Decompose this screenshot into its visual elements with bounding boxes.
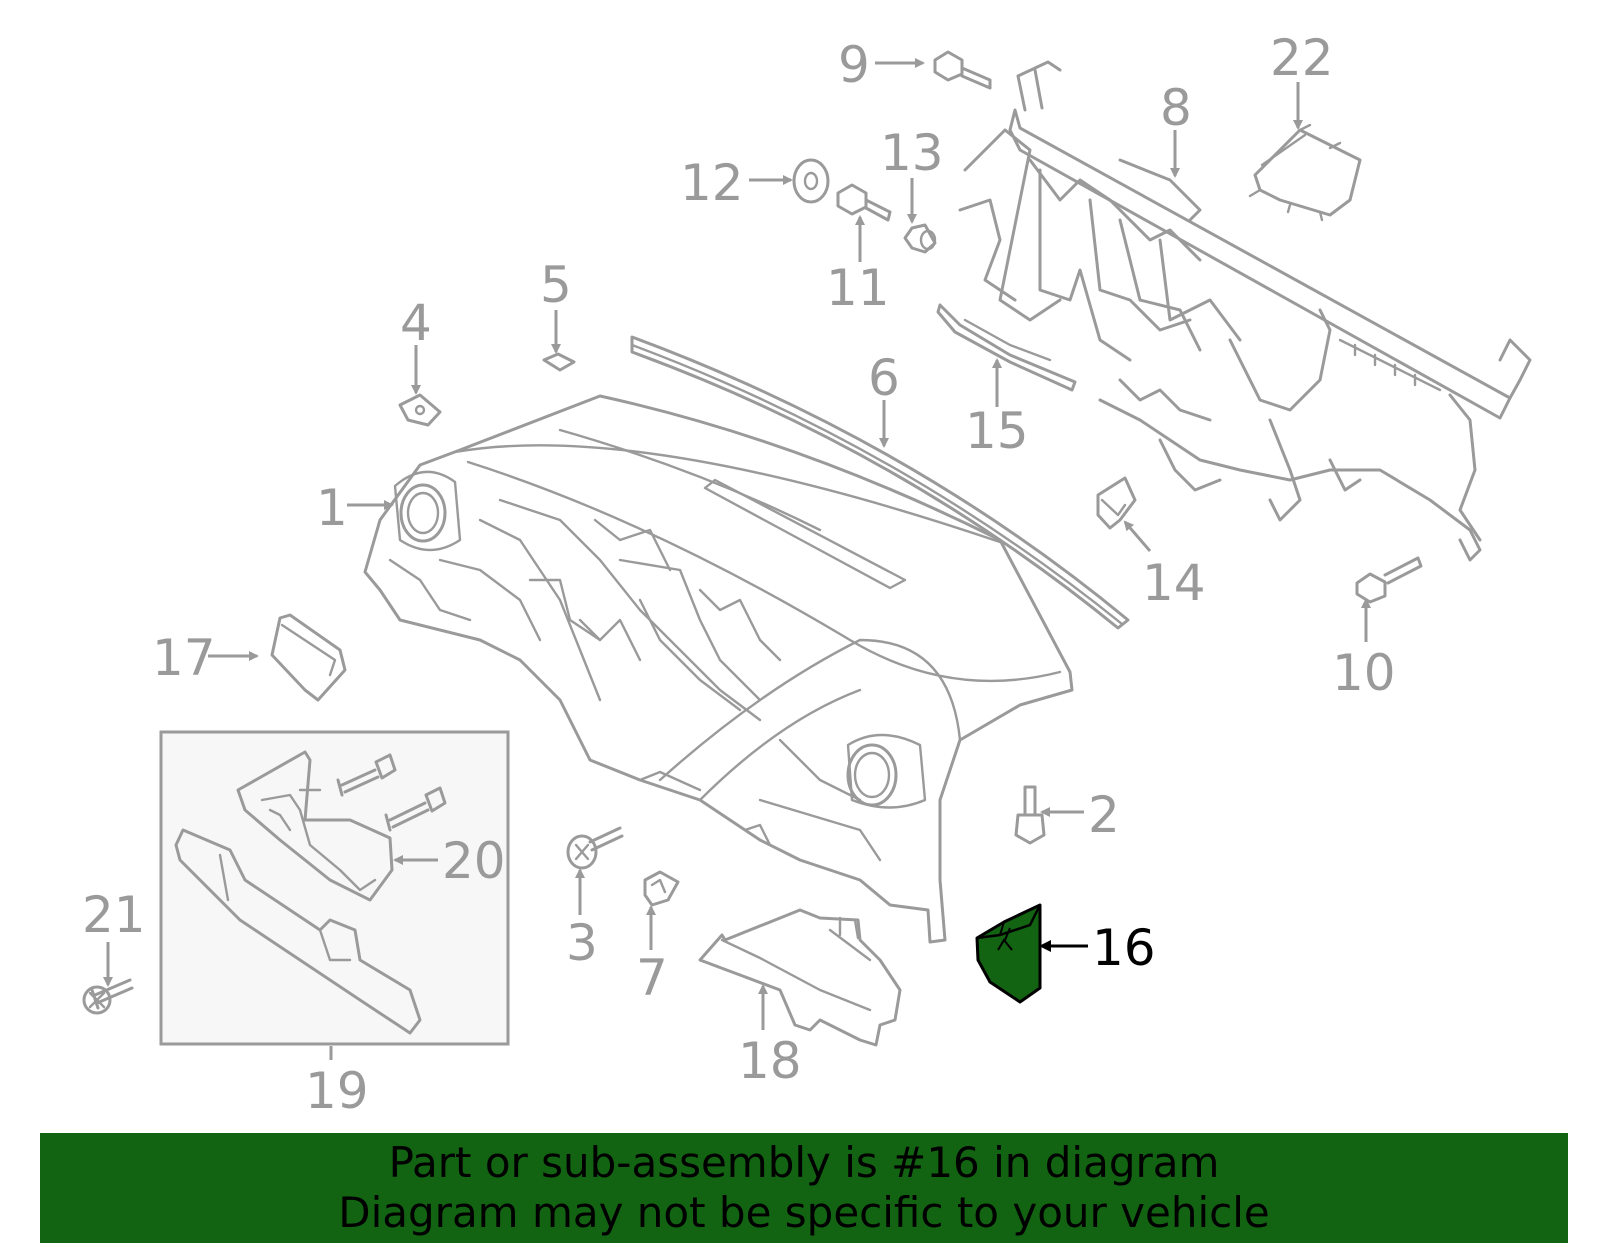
callout-17: 17 (152, 629, 216, 687)
part-14-bracket[interactable] (1096, 476, 1137, 530)
part-22-control-module[interactable] (1248, 123, 1362, 222)
callout-8: 8 (1160, 79, 1192, 137)
part-8-cross-car-beam[interactable] (958, 60, 1532, 562)
part-18-knee-bolster[interactable] (698, 908, 902, 1047)
leader-arrows (103, 58, 1371, 1030)
part-3-screw[interactable] (566, 826, 624, 870)
part-13-spacer[interactable] (903, 223, 937, 254)
part-2-bolt[interactable] (1014, 785, 1046, 845)
callout-20: 20 (442, 832, 506, 890)
callout-labels: 1 2 3 4 5 6 7 8 9 10 11 12 13 14 15 16 1… (82, 29, 1396, 1120)
part-21-trim-strip[interactable] (82, 828, 422, 1035)
callout-13: 13 (880, 124, 944, 182)
part-7-clip[interactable] (643, 870, 680, 907)
callout-19: 19 (305, 1062, 369, 1120)
banner-line-2: Diagram may not be specific to your vehi… (338, 1188, 1270, 1237)
callout-11: 11 (826, 259, 890, 317)
part-19-assembly-box[interactable] (159, 730, 510, 1060)
part-6-defroster-trim[interactable] (630, 335, 1130, 630)
callout-5: 5 (540, 256, 572, 314)
callout-21: 21 (82, 886, 146, 944)
callout-6: 6 (868, 349, 900, 407)
part-4-clip[interactable] (398, 393, 442, 427)
callout-16: 16 (1092, 919, 1156, 977)
part-15-bracket[interactable] (936, 303, 1077, 392)
callout-14: 14 (1142, 554, 1206, 612)
part-11-bolt[interactable] (836, 183, 892, 222)
callout-10: 10 (1332, 644, 1396, 702)
part-5-clip[interactable] (542, 352, 576, 372)
callout-4: 4 (400, 294, 432, 352)
callout-3: 3 (566, 914, 598, 972)
callout-22: 22 (1270, 29, 1334, 87)
part-16-highlighted[interactable] (975, 903, 1042, 1004)
info-banner: Part or sub-assembly is #16 in diagram D… (40, 1133, 1568, 1243)
part-12-washer[interactable] (792, 158, 830, 204)
callout-12: 12 (680, 154, 744, 212)
part-17-vent-duct[interactable] (270, 613, 347, 702)
part-1-instrument-panel[interactable] (363, 394, 1074, 944)
part-20-trim-panel[interactable] (236, 750, 447, 902)
callout-1: 1 (316, 479, 348, 537)
callout-18: 18 (738, 1032, 802, 1090)
callout-7: 7 (636, 949, 668, 1007)
callout-15: 15 (965, 402, 1029, 460)
callout-2: 2 (1088, 786, 1120, 844)
part-10-bolt[interactable] (1355, 556, 1423, 604)
banner-line-1: Part or sub-assembly is #16 in diagram (388, 1138, 1220, 1187)
part-9-bolt[interactable] (933, 50, 992, 90)
callout-9: 9 (838, 36, 870, 94)
